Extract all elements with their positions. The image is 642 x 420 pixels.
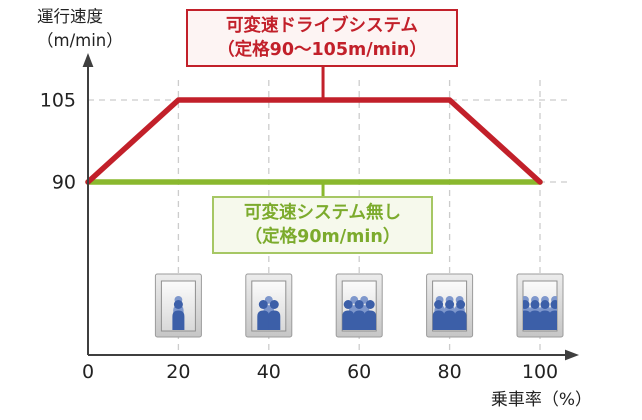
y-tick-labels: 90 105 <box>40 90 76 194</box>
y-axis-title: 運行速度 （m/min） <box>37 5 123 53</box>
y-axis-title-line1: 運行速度 <box>37 7 103 26</box>
elevator-passengers-icon <box>335 273 383 338</box>
y-axis-arrow-icon <box>82 53 94 67</box>
series-line-variable-speed <box>85 97 543 185</box>
y-tick-label: 105 <box>40 90 76 112</box>
x-tick-label: 20 <box>166 361 190 383</box>
elevator-passengers-icon <box>154 273 202 338</box>
x-tick-label: 60 <box>347 361 371 383</box>
x-tick-label: 40 <box>257 361 281 383</box>
callout-variable-speed: 可変速ドライブシステム （定格90〜105m/min） <box>186 9 458 67</box>
y-tick-label: 90 <box>52 172 76 194</box>
elevator-load-icons <box>154 273 564 338</box>
elevator-passengers-icon <box>516 273 564 338</box>
callout-variable-speed-line2: （定格90〜105m/min） <box>217 40 427 60</box>
callout-no-variable-speed-line1: 可変速システム無し <box>244 203 401 223</box>
callout-variable-speed-line1: 可変速ドライブシステム <box>226 16 418 36</box>
x-tick-labels: 0 20 40 60 80 100 <box>82 361 558 383</box>
axes <box>82 53 579 361</box>
x-tick-label: 100 <box>522 361 558 383</box>
y-axis-title-line2: （m/min） <box>37 31 123 50</box>
elevator-passengers-icon <box>426 273 474 338</box>
elevator-passengers-icon <box>245 273 293 338</box>
x-tick-label: 80 <box>438 361 462 383</box>
x-axis-title: 乗車率（%） <box>490 390 592 410</box>
callout-no-variable-speed: 可変速システム無し （定格90m/min） <box>212 196 433 254</box>
callout-no-variable-speed-line2: （定格90m/min） <box>244 227 401 247</box>
x-axis-arrow-icon <box>565 349 579 361</box>
x-tick-label: 0 <box>82 361 94 383</box>
